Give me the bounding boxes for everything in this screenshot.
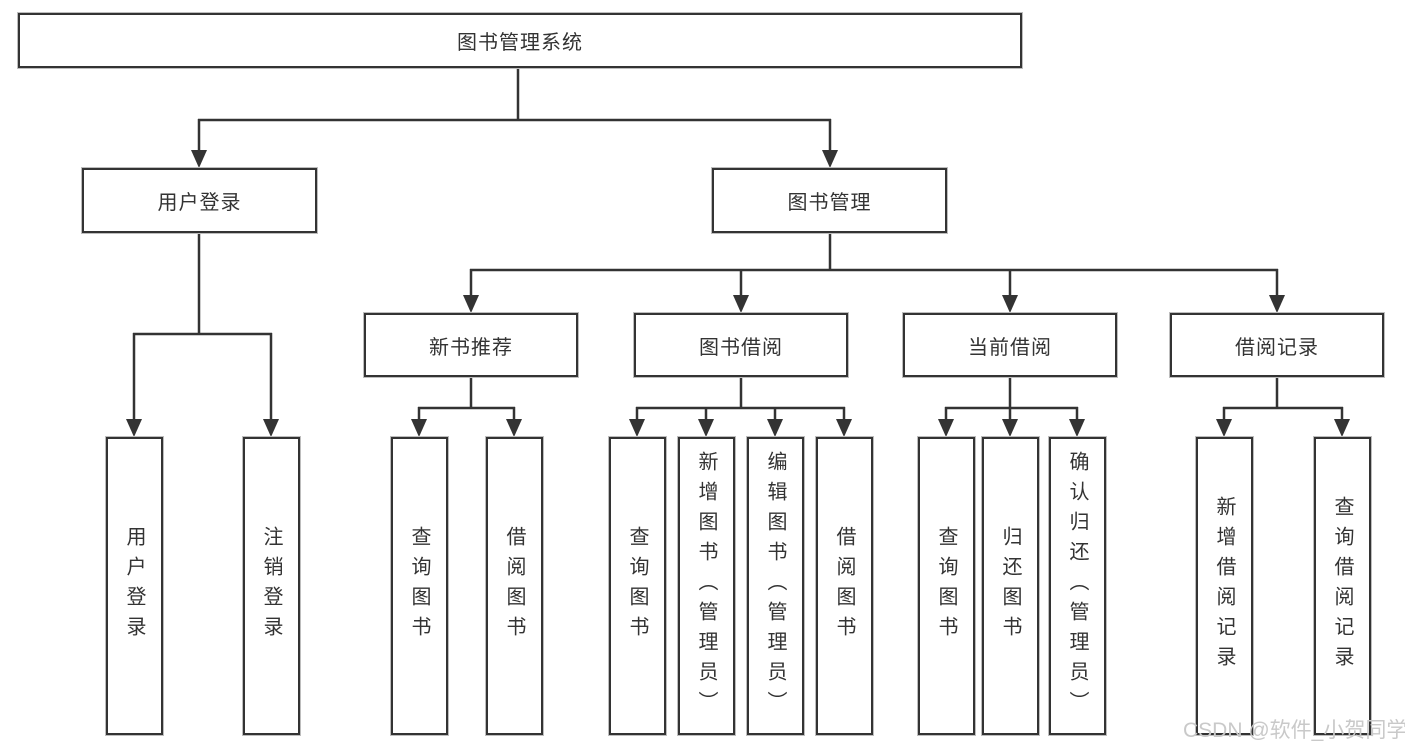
- node-label: 查询图书: [408, 526, 430, 646]
- leaf-borrow-books: 借阅图书: [816, 437, 873, 735]
- leaf-add-borrow-record: 新增借阅记录: [1196, 437, 1253, 735]
- leaf-query-books-recommend: 查询图书: [391, 437, 448, 735]
- node-label: 图书借阅: [699, 336, 783, 359]
- node-label: 当前借阅: [968, 336, 1052, 359]
- leaf-confirm-return-admin: 确认归还（管理员）: [1049, 437, 1106, 735]
- node-label: 查询借阅记录: [1331, 496, 1353, 676]
- node-label: 新书推荐: [429, 336, 513, 359]
- node-label: 新增图书（管理员）: [695, 451, 717, 721]
- leaf-borrow-books-recommend: 借阅图书: [486, 437, 543, 735]
- leaf-user-login: 用户登录: [106, 437, 163, 735]
- leaf-add-books-admin: 新增图书（管理员）: [678, 437, 735, 735]
- node-label: 借阅记录: [1235, 336, 1319, 359]
- leaf-logout: 注销登录: [243, 437, 300, 735]
- node-label: 归还图书: [999, 526, 1021, 646]
- node-label: 用户登录: [123, 526, 145, 646]
- node-label: 确认归还（管理员）: [1066, 451, 1088, 721]
- leaf-query-books-borrow: 查询图书: [609, 437, 666, 735]
- leaf-return-books: 归还图书: [982, 437, 1039, 735]
- node-label: 借阅图书: [833, 526, 855, 646]
- node-label: 查询图书: [935, 526, 957, 646]
- node-label: 查询图书: [626, 526, 648, 646]
- leaf-query-books-current: 查询图书: [918, 437, 975, 735]
- csdn-watermark: CSDN @软件_小贺同学: [1183, 719, 1405, 742]
- leaf-edit-books-admin: 编辑图书（管理员）: [747, 437, 804, 735]
- node-user-login: 用户登录: [82, 168, 317, 233]
- node-label: 新增借阅记录: [1213, 496, 1235, 676]
- node-label: 用户登录: [157, 192, 242, 214]
- arrowheads: [126, 150, 1350, 437]
- node-label: 编辑图书（管理员）: [764, 451, 786, 721]
- node-book-borrow: 图书借阅: [634, 313, 848, 377]
- node-label: 图书管理系统: [457, 32, 583, 54]
- node-label: 注销登录: [260, 526, 282, 646]
- node-current-borrow: 当前借阅: [903, 313, 1117, 377]
- node-borrow-records: 借阅记录: [1170, 313, 1384, 377]
- node-book-management: 图书管理: [712, 168, 947, 233]
- node-label: 图书管理: [787, 192, 872, 214]
- node-new-book-recommend: 新书推荐: [364, 313, 578, 377]
- node-root: 图书管理系统: [18, 13, 1022, 68]
- leaf-query-borrow-record: 查询借阅记录: [1314, 437, 1371, 735]
- node-label: 借阅图书: [503, 526, 525, 646]
